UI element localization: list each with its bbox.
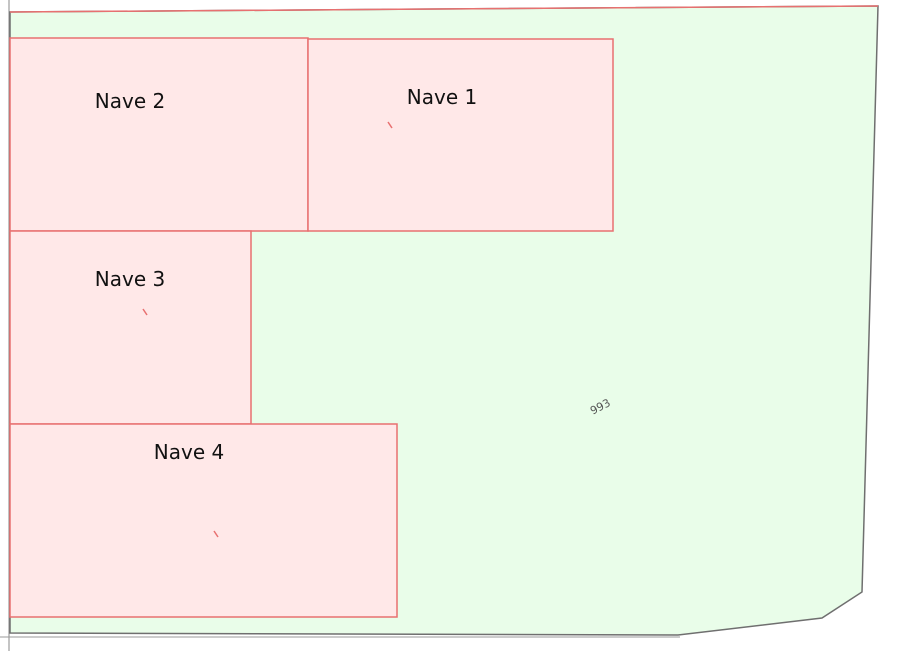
building-nave-3[interactable] [9, 230, 252, 425]
nave-3-label: Nave 3 [95, 267, 165, 291]
parcel-top-edge [9, 5, 879, 13]
nave-2-label: Nave 2 [95, 89, 165, 113]
nave-1-label: Nave 1 [407, 85, 477, 109]
nave-1-anchor-mark [387, 121, 393, 129]
nave-4-label: Nave 4 [154, 440, 224, 464]
building-nave-4[interactable] [9, 423, 398, 618]
nave-3-anchor-mark [142, 308, 148, 316]
nave-4-anchor-mark [213, 530, 219, 538]
building-nave-1[interactable] [307, 38, 614, 232]
building-nave-2[interactable] [9, 37, 309, 232]
